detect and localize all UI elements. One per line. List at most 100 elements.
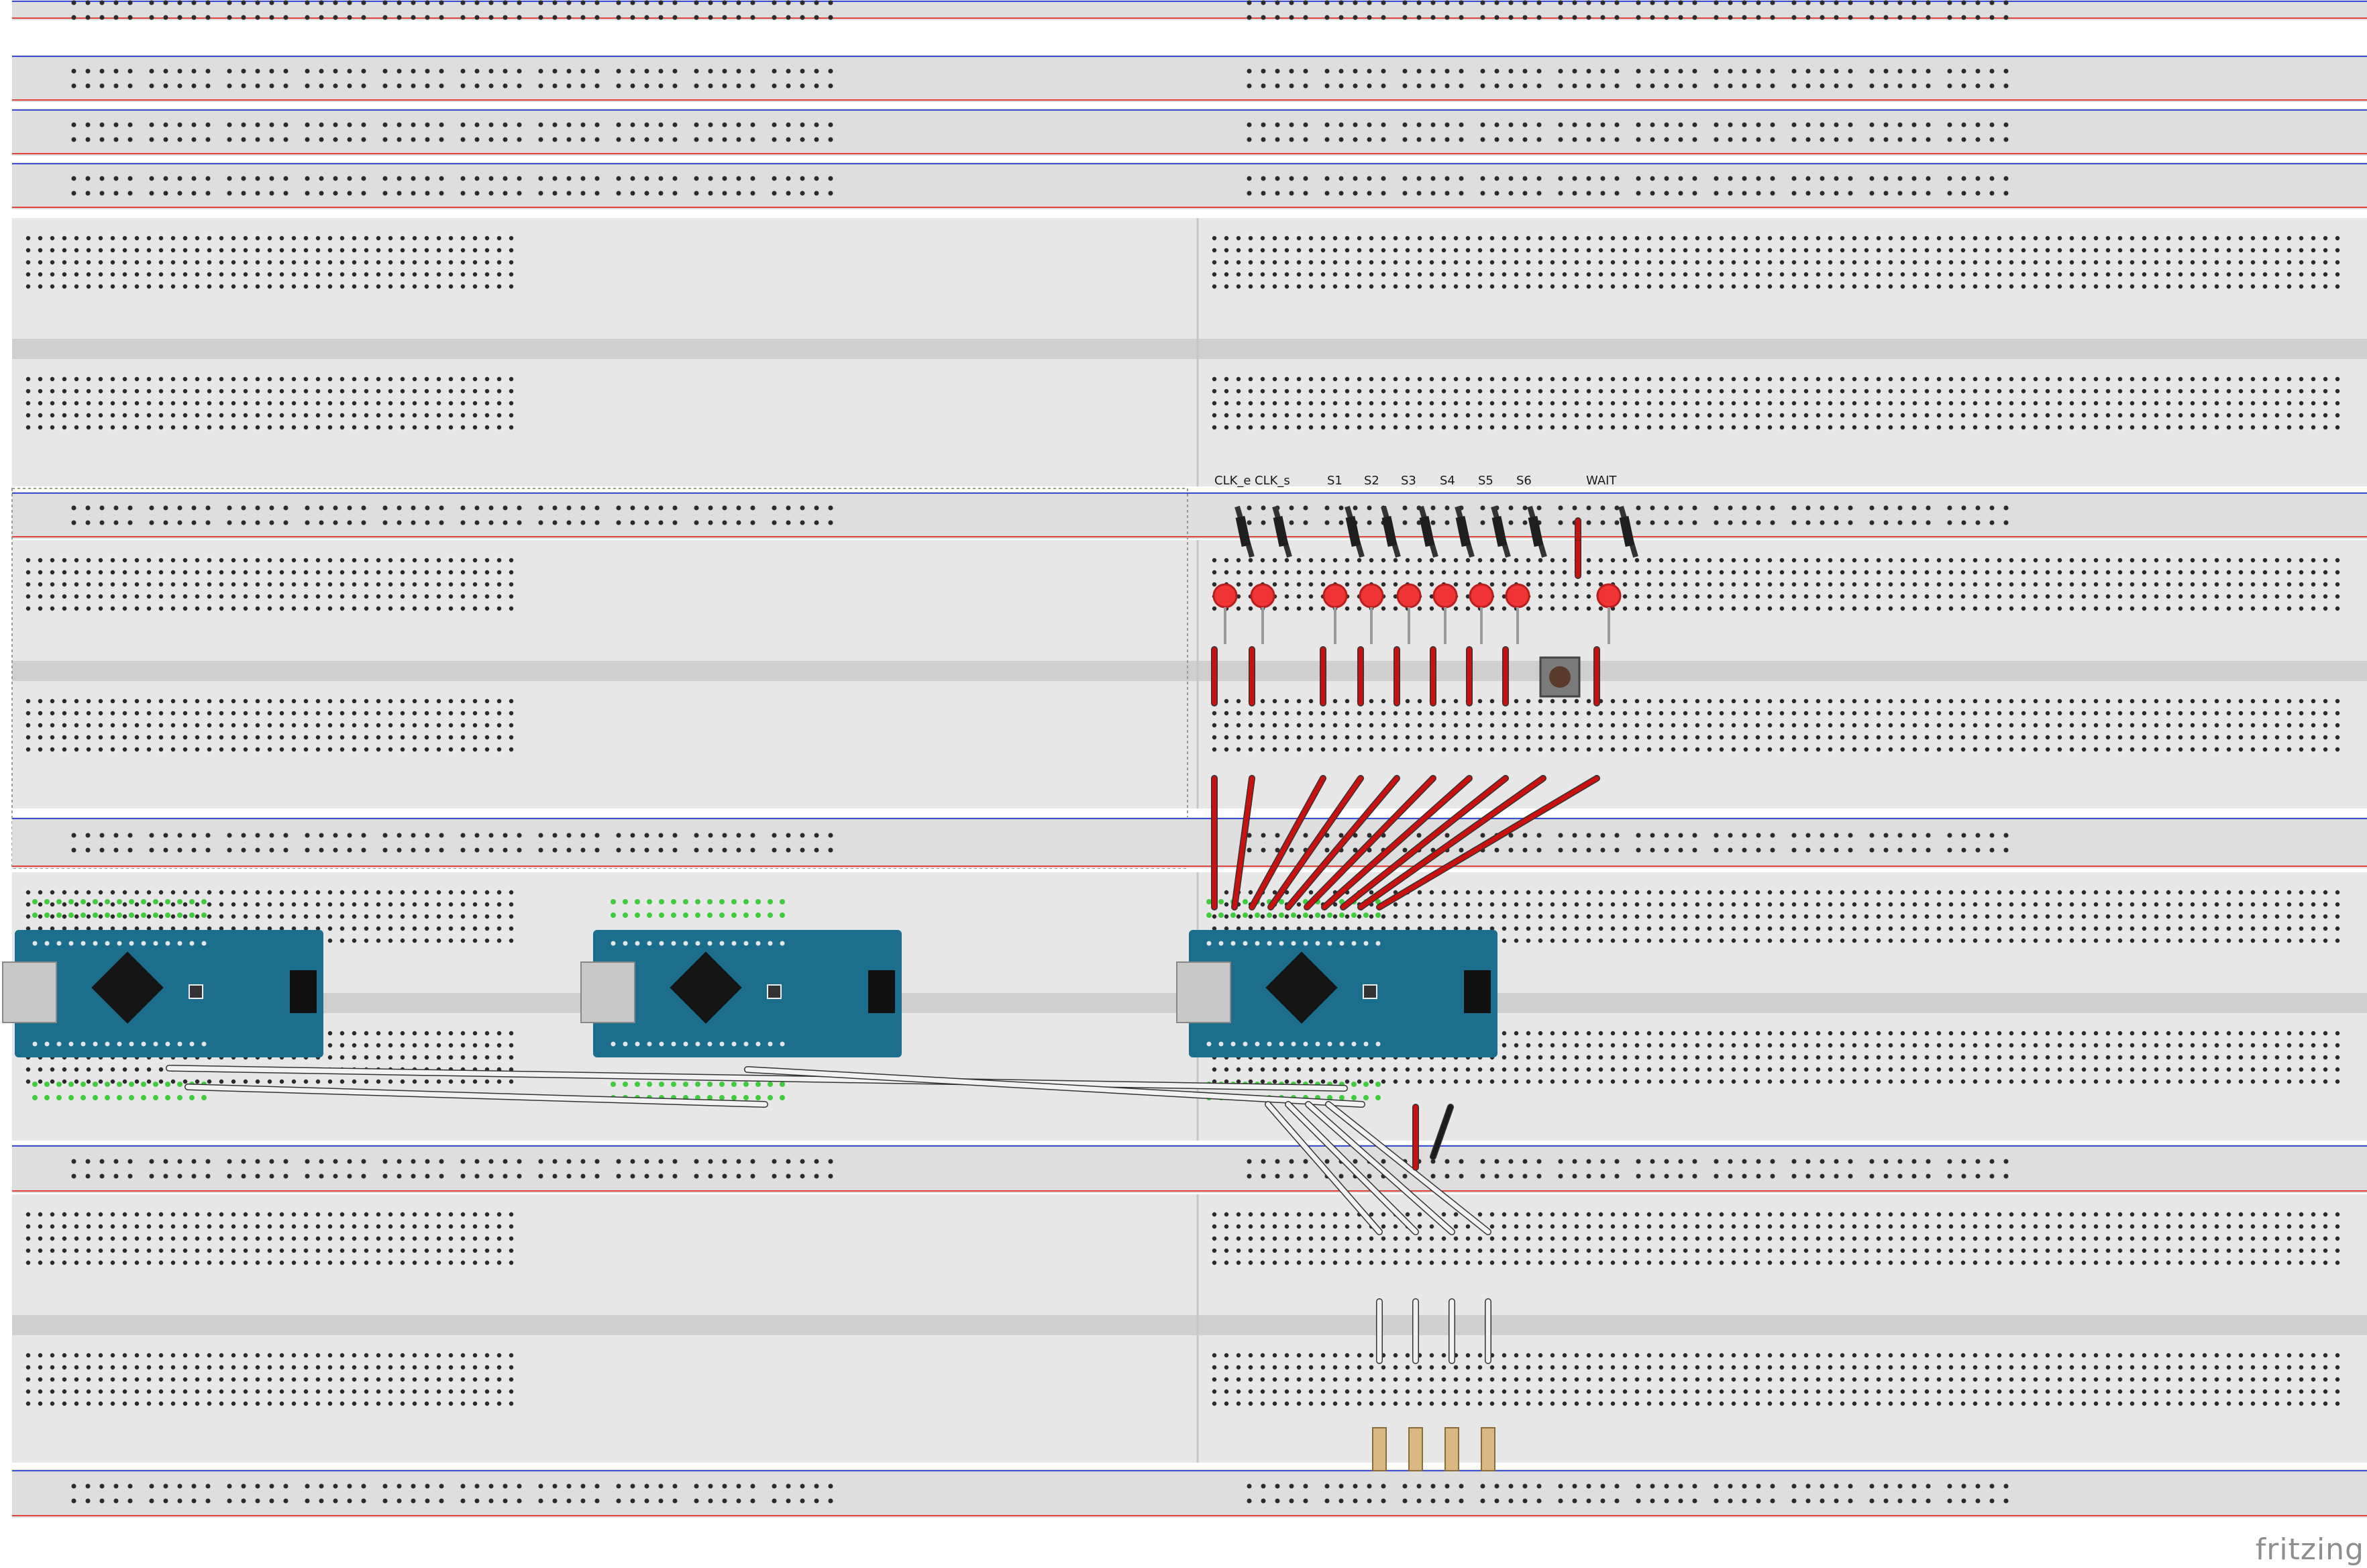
label-s1: S1 [1327, 474, 1343, 488]
fritzing-logo: fritzing [2255, 1532, 2364, 1567]
label-s3: S3 [1401, 474, 1416, 488]
wire-core [1285, 776, 1400, 910]
led-assembly [1505, 505, 1547, 644]
rail-body [12, 1145, 2367, 1193]
label-s4: S4 [1440, 474, 1455, 488]
led [1322, 583, 1348, 609]
header-pins [611, 941, 785, 1047]
resistor [1273, 516, 1289, 547]
wire-core [1322, 776, 1472, 910]
terminal-holes [25, 1212, 2340, 1406]
usb-connector [2, 961, 57, 1023]
red-wire-diagonal [1231, 775, 1255, 910]
resistor [1381, 516, 1398, 547]
resistor [1455, 516, 1471, 547]
icsp-header [868, 970, 895, 1013]
label-s6: S6 [1516, 474, 1532, 488]
power-rail-middle-2 [12, 817, 2367, 868]
power-rail-top-3 [12, 109, 2367, 156]
wire-core [1265, 1102, 1382, 1235]
wire-core [166, 1065, 1347, 1091]
label-s2: S2 [1364, 474, 1379, 488]
rail-holes [71, 68, 2009, 89]
white-wire-diagonal [1305, 1101, 1455, 1235]
usb-connector [1176, 961, 1231, 1023]
resistor [1345, 516, 1361, 547]
led-assembly [1359, 505, 1401, 644]
jumper-wires [166, 517, 1600, 1364]
red-wire-diagonal [1249, 775, 1326, 910]
terminal-strip-2 [12, 540, 2367, 808]
white-wire-diagonal [1265, 1101, 1383, 1235]
breadboards [11, 0, 2367, 1518]
red-wire-diagonal [1321, 775, 1473, 910]
resistor [1491, 516, 1508, 547]
wire-core [1304, 776, 1436, 910]
power-rail-top-4 [12, 162, 2367, 209]
terminal-channel [12, 339, 2367, 359]
rail-holes [71, 1483, 2009, 1504]
power-rail-top-2 [12, 55, 2367, 102]
terminal-channel [12, 661, 2367, 681]
rail-holes [71, 0, 2009, 20]
rail-holes [71, 176, 2009, 196]
led [1596, 583, 1622, 609]
signal-labels: CLK_e CLK_s S1 S2 S3 S4 S5 S6 WAIT [1214, 474, 1617, 488]
rail-holes [71, 833, 2009, 853]
pull-down-resistor [1408, 1427, 1423, 1471]
led-assembly [1596, 505, 1638, 644]
led-assembly [1322, 505, 1365, 644]
power-rail-bottom [12, 1469, 2367, 1518]
pull-down-resistor [1481, 1427, 1495, 1471]
arduino-pcb [593, 930, 902, 1057]
wire-core [1377, 776, 1599, 910]
red-wire-diagonal [1376, 775, 1600, 910]
arduino-nano-3 [1176, 899, 1497, 1100]
label-clk-s: CLK_s [1255, 474, 1290, 488]
white-wire-nano1-nano3 [166, 1065, 1348, 1092]
arduino-pcb [1189, 930, 1497, 1057]
rail-body [12, 492, 2367, 539]
white-wire-nano2-nano3 [744, 1066, 1365, 1108]
led [1505, 583, 1530, 609]
power-rail-middle-1 [12, 492, 2367, 539]
rail-body [12, 109, 2367, 156]
arduino-pcb [15, 930, 323, 1057]
resistor [1235, 516, 1251, 547]
rail-body [12, 0, 2367, 20]
header-pins [1206, 941, 1381, 1047]
power-rail-top-1 [12, 0, 2367, 20]
wire-core [1326, 1102, 1491, 1235]
wire-core [1430, 1104, 1453, 1159]
resistor [1619, 516, 1635, 547]
header-pins [32, 941, 207, 1047]
power-rail-middle-3 [12, 1145, 2367, 1193]
push-button-cap [1549, 666, 1571, 688]
white-wire-nano1-nano2 [185, 1084, 768, 1108]
led-assembly [1250, 505, 1292, 644]
usb-connector [580, 961, 635, 1023]
icsp-header [290, 970, 317, 1013]
terminal-holes [25, 236, 2340, 430]
terminal-strip-4 [12, 1194, 2367, 1463]
led-assembly [1396, 505, 1438, 644]
active-holes [32, 899, 207, 1100]
red-wire-diagonal [1304, 775, 1436, 910]
components [2, 505, 1638, 1471]
pull-down-resistor [1444, 1427, 1459, 1471]
wire-core [745, 1067, 1365, 1107]
arduino-nano-2 [580, 899, 902, 1100]
white-wire-diagonal [1325, 1101, 1491, 1235]
rail-body [12, 162, 2367, 209]
resistor [1528, 516, 1544, 547]
led [1469, 583, 1494, 609]
led-assembly [1469, 505, 1511, 644]
resistor [1419, 516, 1435, 547]
red-wire-diagonal [1340, 775, 1509, 910]
wire-core [1232, 776, 1255, 910]
led [1250, 583, 1275, 609]
rail-holes [71, 122, 2009, 142]
terminal-channel [12, 1315, 2367, 1335]
rail-body [12, 1469, 2367, 1518]
